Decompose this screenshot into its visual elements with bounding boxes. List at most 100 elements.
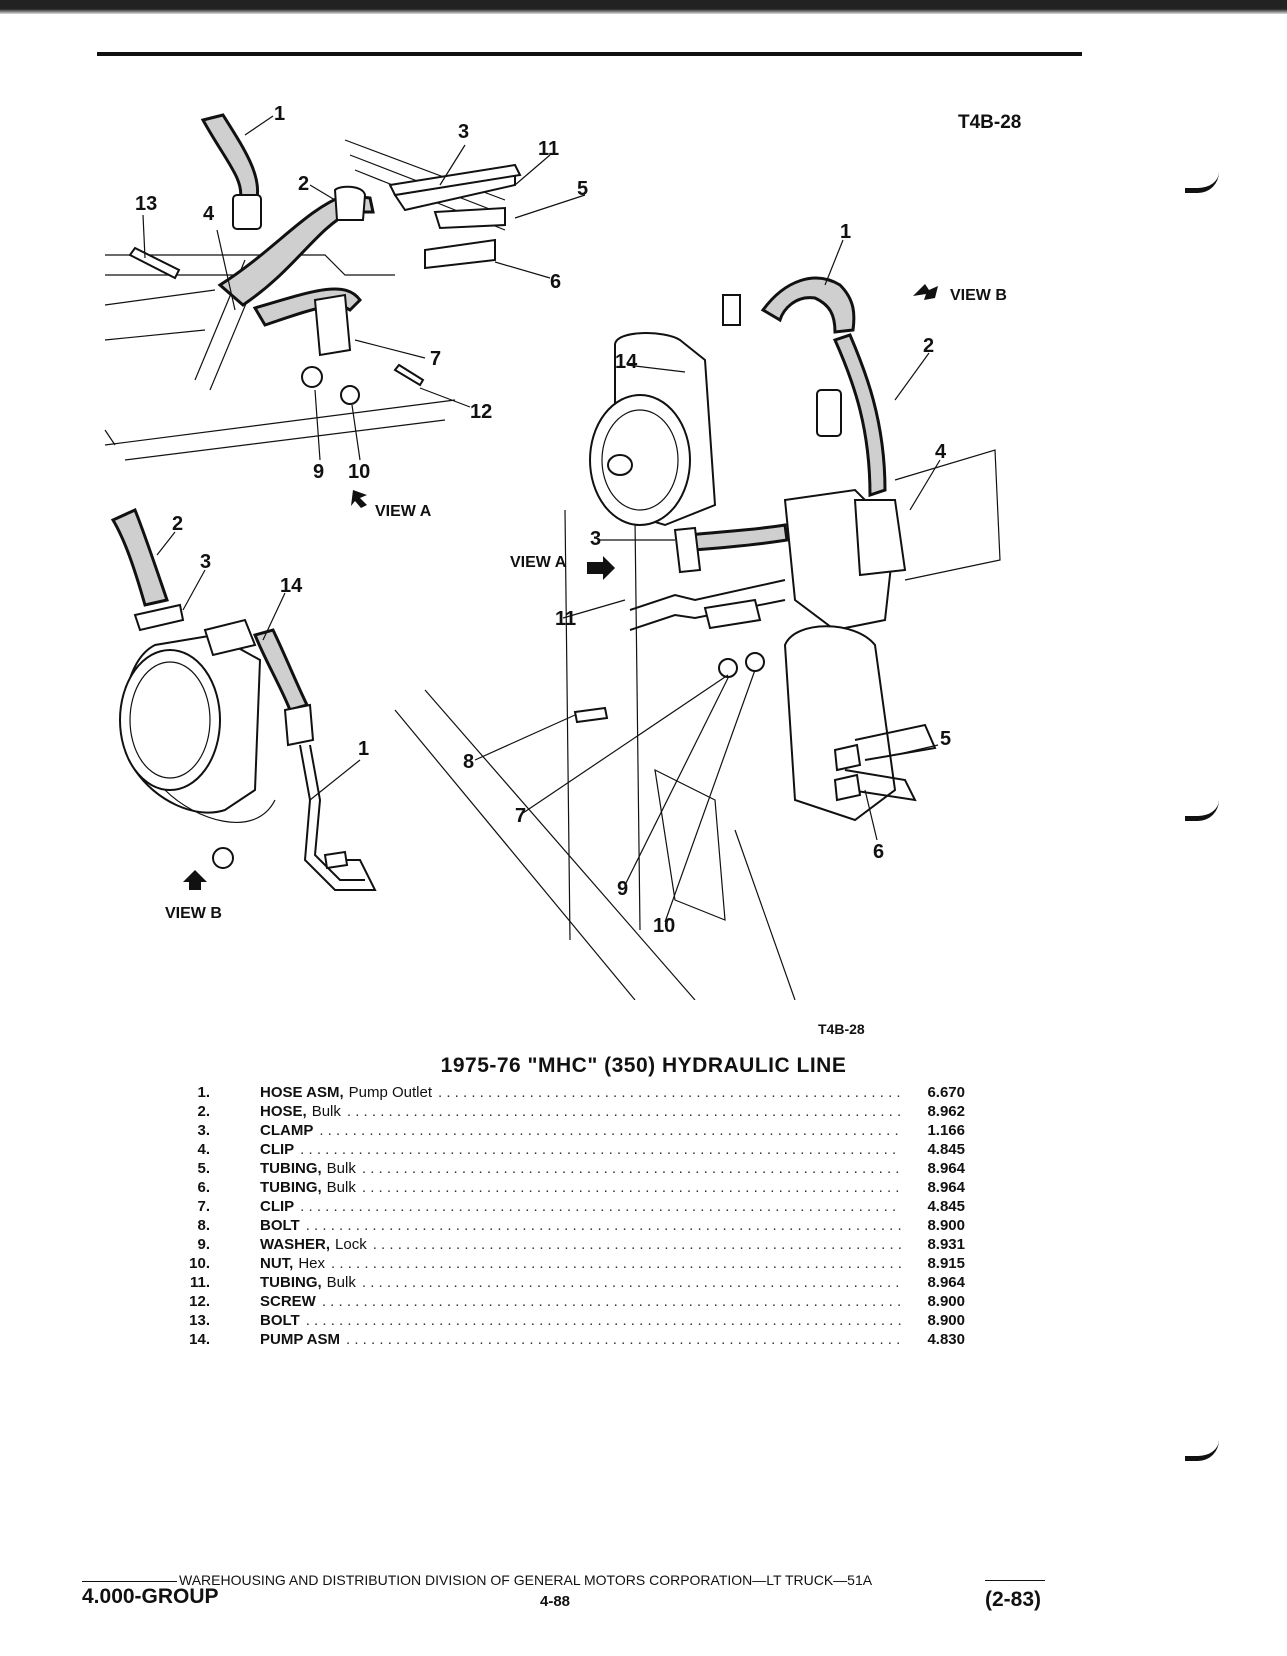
part-number: 10. <box>189 1255 210 1272</box>
margin-tick-mark <box>1185 172 1219 193</box>
part-number: 7. <box>197 1198 210 1215</box>
part-name: TUBING, <box>260 1179 322 1196</box>
callout-8-view-a: 8 <box>463 751 474 773</box>
part-name: PUMP ASM <box>260 1331 341 1348</box>
part-number: 5. <box>197 1160 210 1177</box>
footer-page-number: 4-88 <box>540 1593 571 1610</box>
callout-9-main: 9 <box>313 461 324 483</box>
part-row: 5.TUBING,Bulk8.964 <box>175 1159 965 1178</box>
callout-2-main: 2 <box>298 173 309 195</box>
part-group-code: 4.845 <box>927 1198 965 1215</box>
callout-3-main: 3 <box>458 121 469 143</box>
part-group-code: 8.900 <box>927 1293 965 1310</box>
callout-10-view-a: 10 <box>653 915 675 937</box>
part-name: NUT, <box>260 1255 294 1272</box>
callout-14-view-b: 14 <box>280 575 303 597</box>
part-name: TUBING, <box>260 1160 322 1177</box>
part-row: 12. SCREW 8.900 <box>175 1292 965 1311</box>
part-row: 13. BOLT 8.900 <box>175 1311 965 1330</box>
part-description: Bulk <box>326 1179 356 1196</box>
part-row: 1.HOSE ASM,Pump Outlet6.670 <box>175 1083 965 1102</box>
part-group-code: 8.900 <box>927 1312 965 1329</box>
view-b-label-top: VIEW B <box>950 287 1007 304</box>
part-row: 6. TUBING,Bulk 8.964 <box>175 1178 965 1197</box>
dot-leader <box>373 1235 901 1254</box>
callout-leaders <box>142 115 941 923</box>
part-group-code: 8.915 <box>927 1255 965 1272</box>
part-group-code: 8.962 <box>927 1103 965 1120</box>
dot-leader <box>346 1330 901 1349</box>
view-b-arrow-icon <box>913 284 938 300</box>
part-description: Hex <box>298 1255 326 1272</box>
part-number: 6. <box>197 1179 210 1196</box>
part-number: 3. <box>197 1122 210 1139</box>
parts-list: 1.HOSE ASM,Pump Outlet6.6702.HOSE,Bulk8.… <box>175 1083 965 1349</box>
callout-5-main: 5 <box>577 178 588 200</box>
part-row: 9. WASHER,Lock 8.931 <box>175 1235 965 1254</box>
callout-3-view-a: 3 <box>590 528 601 550</box>
dot-leader <box>306 1216 901 1235</box>
part-number: 8. <box>197 1217 210 1234</box>
part-name: WASHER, <box>260 1236 331 1253</box>
part-row: 4.CLIP4.845 <box>175 1140 965 1159</box>
part-group-code: 8.964 <box>927 1179 965 1196</box>
part-name: BOLT <box>260 1312 300 1329</box>
part-group-code: 8.964 <box>927 1160 965 1177</box>
callout-7-main: 7 <box>430 348 441 370</box>
view-a-arrow-icon <box>351 490 367 508</box>
callout-3-view-b: 3 <box>200 551 211 573</box>
footer-distribution-text: WAREHOUSING AND DISTRIBUTION DIVISION OF… <box>179 1572 873 1588</box>
callout-11-main: 11 <box>538 138 559 160</box>
dot-leader <box>319 1121 901 1140</box>
part-number: 9. <box>197 1236 210 1253</box>
callout-7-view-a: 7 <box>515 805 526 827</box>
view-a-drawing <box>394 276 1001 1000</box>
dot-leader <box>300 1197 901 1216</box>
callout-2-view-a: 2 <box>923 335 934 357</box>
part-number: 11. <box>189 1274 210 1291</box>
part-name: BOLT <box>260 1217 300 1234</box>
view-b-drawing <box>110 507 377 891</box>
callout-6-main: 6 <box>550 271 561 293</box>
part-number: 14. <box>189 1331 210 1348</box>
part-group-code: 8.931 <box>927 1236 965 1253</box>
parts-list-title: 1975-76 "MHC" (350) HYDRAULIC LINE <box>440 1054 847 1077</box>
part-group-code: 8.964 <box>927 1274 965 1291</box>
callout-6-view-a: 6 <box>873 841 884 863</box>
part-description: Lock <box>335 1236 367 1253</box>
page-top-border <box>0 0 1287 14</box>
figure-code-bottom: T4B-28 <box>818 1021 865 1037</box>
margin-tick-mark <box>1185 800 1219 821</box>
callout-4-view-a: 4 <box>935 441 947 463</box>
part-number: 12. <box>189 1293 210 1310</box>
part-group-code: 1.166 <box>927 1122 965 1139</box>
callout-12-main: 12 <box>470 401 492 423</box>
part-name: TUBING, <box>260 1274 322 1291</box>
part-number: 13. <box>189 1312 210 1329</box>
dot-leader <box>362 1178 901 1197</box>
dot-leader <box>322 1292 901 1311</box>
part-row: 10. NUT,Hex 8.915 <box>175 1254 965 1273</box>
callout-11-view-a: 11 <box>555 608 576 630</box>
part-description: Bulk <box>326 1274 356 1291</box>
part-row: 7.CLIP4.845 <box>175 1197 965 1216</box>
view-b-label-bottom: VIEW B <box>165 905 222 922</box>
callout-14-view-a: 14 <box>615 351 638 373</box>
part-name: HOSE ASM, <box>260 1084 344 1101</box>
part-number: 4. <box>197 1141 210 1158</box>
dot-leader <box>362 1159 901 1178</box>
callout-4-main: 4 <box>203 203 215 225</box>
callout-1-view-a: 1 <box>840 221 851 243</box>
header-rule <box>97 52 1082 56</box>
figure-code-top: T4B-28 <box>958 112 1022 133</box>
part-row: 11. TUBING,Bulk 8.964 <box>175 1273 965 1292</box>
part-name: CLAMP <box>260 1122 314 1139</box>
part-name: SCREW <box>260 1293 316 1310</box>
part-description: Pump Outlet <box>348 1084 432 1101</box>
callout-9-view-a: 9 <box>617 878 628 900</box>
part-row: 3. CLAMP 1.166 <box>175 1121 965 1140</box>
dot-leader <box>331 1254 901 1273</box>
part-group-code: 8.900 <box>927 1217 965 1234</box>
dot-leader <box>300 1140 901 1159</box>
callout-1-view-b: 1 <box>358 738 369 760</box>
